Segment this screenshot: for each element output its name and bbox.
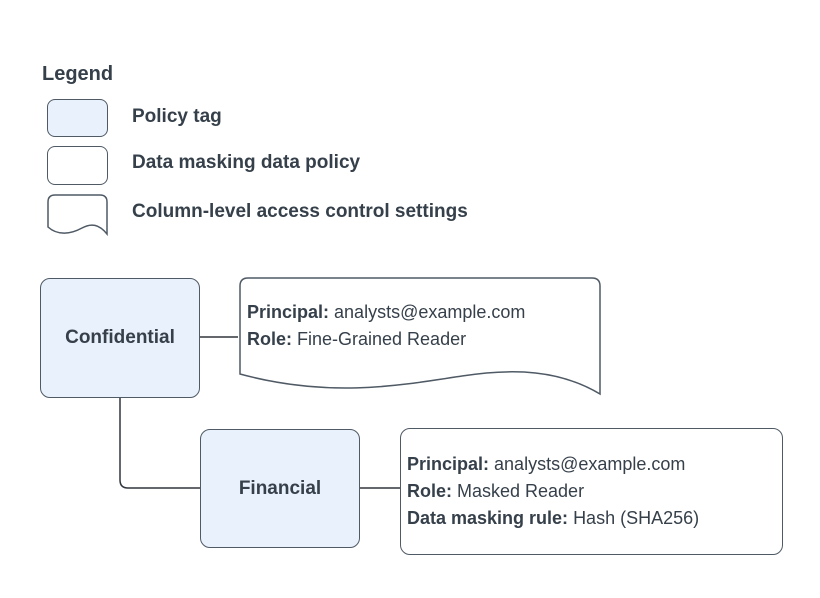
access-control-field-role: Role:Fine-Grained Reader <box>247 329 467 349</box>
policy-tag-confidential: Confidential <box>40 278 200 398</box>
edge-confidential-to-financial <box>119 398 200 489</box>
legend-policy-tag-swatch <box>47 99 108 137</box>
access-control-field-principal: Principal:analysts@example.com <box>247 302 526 322</box>
data-masking-field-role: Role:Masked Reader <box>407 481 585 501</box>
policy-tag-financial: Financial <box>200 429 360 548</box>
data-masking-field-rule: Data masking rule:Hash (SHA256) <box>407 508 700 528</box>
data-masking-policy-box: Principal:analysts@example.com Role:Mask… <box>400 428 783 555</box>
access-control-settings-text: Principal:analysts@example.com Role:Fine… <box>247 299 595 353</box>
legend-label-data-masking-policy: Data masking data policy <box>132 152 361 173</box>
access-control-settings-shape <box>239 277 601 396</box>
data-masking-field-principal: Principal:analysts@example.com <box>407 454 686 474</box>
legend-label-access-control-settings: Column-level access control settings <box>132 201 468 222</box>
legend-label-policy-tag: Policy tag <box>132 106 222 127</box>
policy-tag-confidential-label: Confidential <box>65 327 175 348</box>
policy-tag-financial-label: Financial <box>238 477 322 499</box>
legend-data-masking-policy-swatch <box>47 146 108 185</box>
legend-title: Legend <box>42 63 114 85</box>
legend-access-control-swatch <box>47 194 108 237</box>
